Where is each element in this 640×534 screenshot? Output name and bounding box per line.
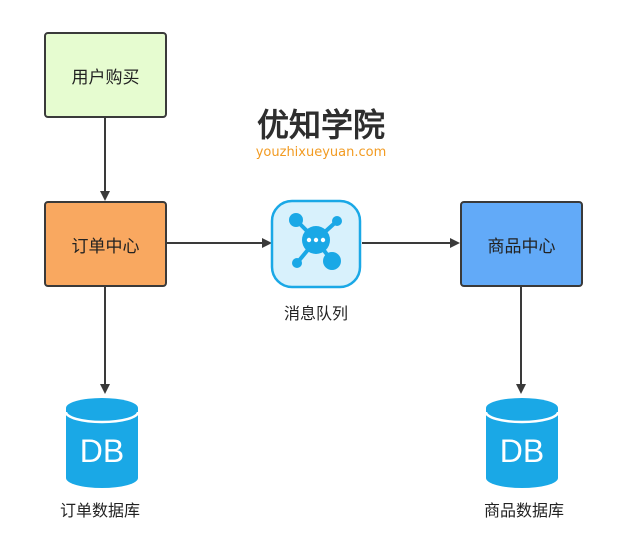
order-db-label: 订单数据库	[59, 501, 140, 520]
order-center-box: 订单中心	[44, 201, 167, 287]
brand-title: 优知学院	[256, 106, 385, 144]
message-queue-icon	[270, 199, 362, 289]
goods-db-text: DB	[500, 433, 544, 469]
order-center-label: 订单中心	[71, 236, 140, 257]
goods-center-label: 商品中心	[487, 236, 556, 257]
order-db-cylinder: DB	[64, 398, 140, 488]
goods-center-box: 商品中心	[460, 201, 583, 287]
order-db-text: DB	[80, 433, 124, 469]
user-purchase-box: 用户购买	[44, 32, 167, 118]
goods-db-cylinder: DB	[484, 398, 560, 488]
user-purchase-label: 用户购买	[71, 67, 140, 88]
message-queue-label: 消息队列	[283, 304, 348, 323]
goods-db-label: 商品数据库	[483, 501, 564, 520]
brand-url: youzhixueyuan.com	[255, 145, 387, 160]
